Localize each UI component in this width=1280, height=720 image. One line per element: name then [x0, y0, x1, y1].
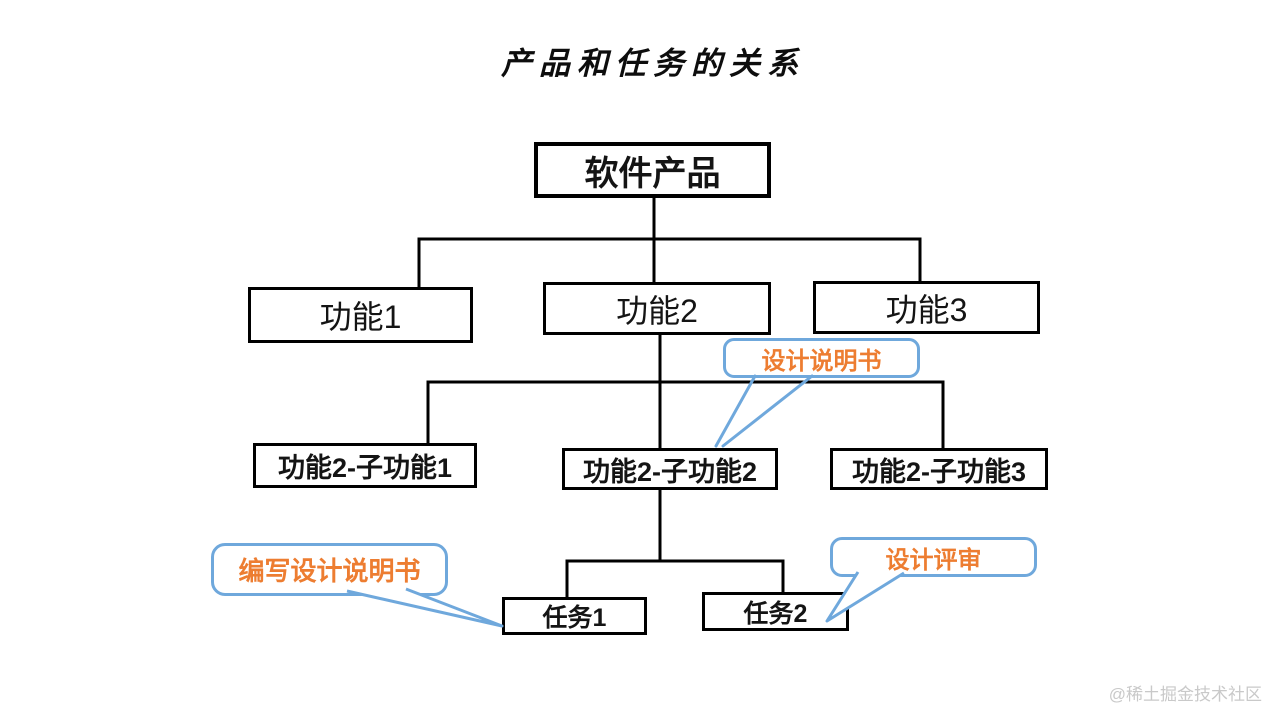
node-software-product: 软件产品: [534, 142, 771, 198]
callout-design-spec: 设计说明书: [723, 338, 920, 378]
callout-label: 设计说明书: [761, 347, 882, 375]
node-subfunction-1: 功能2-子功能1: [253, 443, 477, 488]
node-label: 功能2-子功能1: [277, 453, 453, 483]
callout-write-design-spec: 编写设计说明书: [211, 543, 448, 596]
watermark: @稀土掘金技术社区: [1108, 685, 1262, 704]
node-label: 功能2-子功能3: [851, 456, 1027, 487]
page-title: 产品和任务的关系: [501, 46, 805, 81]
node-function-2: 功能2: [543, 282, 771, 335]
node-task-1: 任务1: [502, 597, 647, 635]
callout-label: 设计评审: [885, 546, 982, 574]
node-label: 功能3: [885, 291, 968, 328]
callout-design-review: 设计评审: [830, 537, 1037, 577]
node-task-2: 任务2: [702, 592, 849, 631]
node-label: 功能1: [319, 299, 402, 335]
node-label: 任务1: [542, 604, 607, 632]
design-spec-tail: [714, 374, 814, 448]
node-subfunction-2: 功能2-子功能2: [562, 448, 778, 490]
node-label: 功能2: [616, 292, 698, 329]
node-label: 任务2: [743, 599, 808, 628]
node-label: 功能2-子功能2: [582, 456, 758, 487]
node-function-1: 功能1: [248, 287, 473, 343]
node-subfunction-3: 功能2-子功能3: [830, 448, 1048, 490]
node-function-3: 功能3: [813, 281, 1040, 334]
connector-root-to-functions: [417, 196, 922, 290]
node-label: 软件产品: [584, 154, 721, 193]
callout-label: 编写设计说明书: [238, 556, 421, 586]
connector-sf2-to-tasks: [565, 488, 785, 600]
